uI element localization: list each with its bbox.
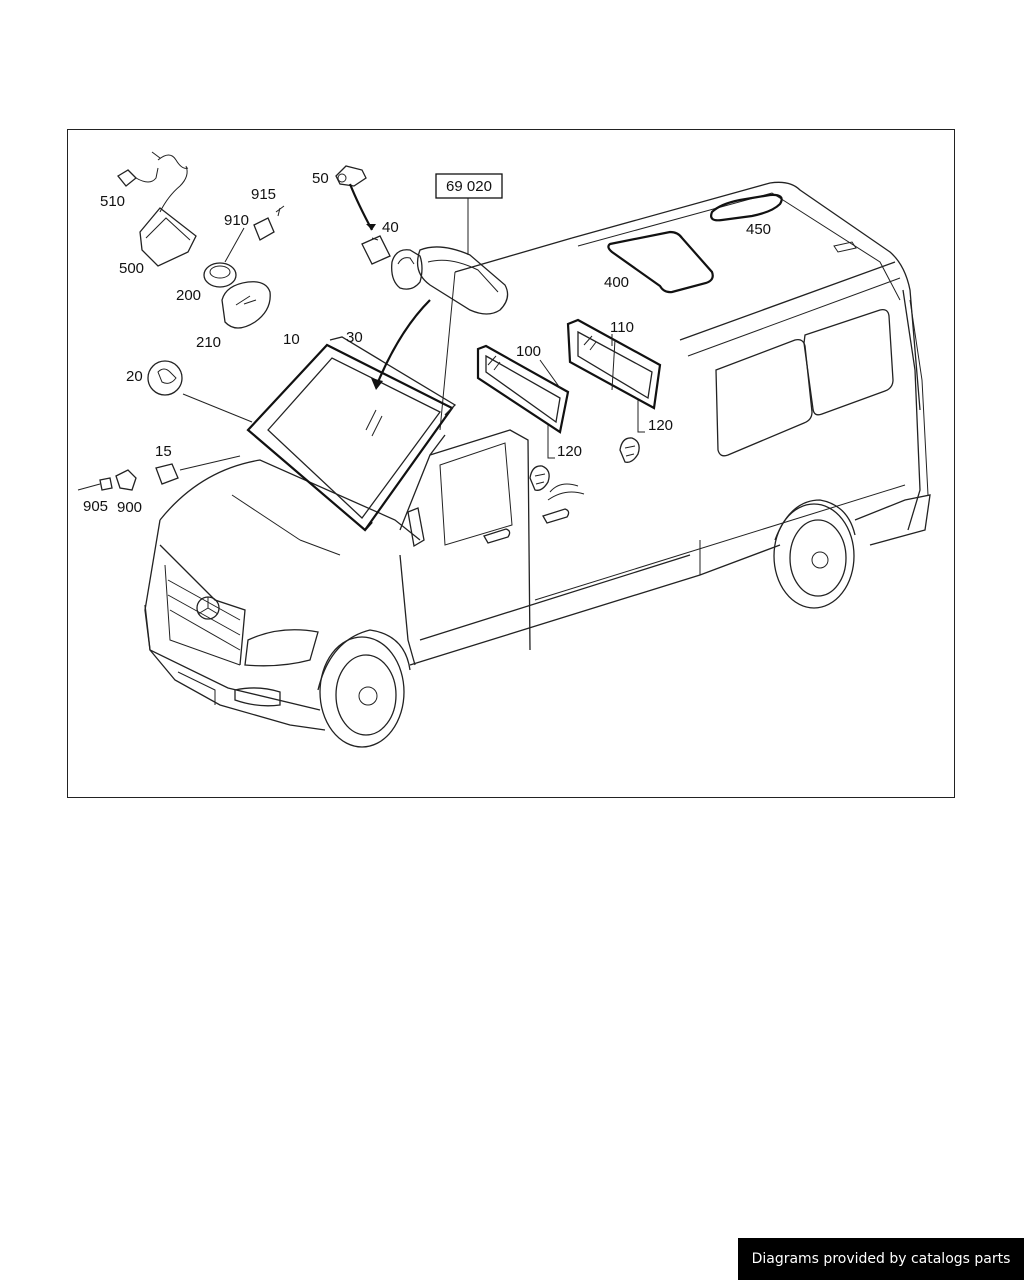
roof-hatch-400: [607, 230, 714, 294]
callout-900: 900: [117, 499, 142, 516]
callout-200: 200: [176, 287, 201, 304]
side-window-100: [476, 344, 570, 434]
callout-120-b: 120: [648, 417, 673, 434]
van-illustration: [144, 181, 931, 748]
callout-110: 110: [610, 319, 634, 336]
callout-905: 905: [83, 498, 108, 515]
callout-915: 915: [251, 186, 276, 203]
callout-510: 510: [100, 193, 125, 210]
clip-120-b: [619, 437, 640, 463]
callout-120-a: 120: [557, 443, 582, 460]
rain-sensor-200: [203, 262, 237, 288]
callout-450: 450: [746, 221, 771, 238]
rearview-mirror: [416, 246, 509, 315]
reference-box-label: 69 020: [446, 178, 492, 195]
part-15: [155, 463, 179, 485]
pin-915: [275, 205, 285, 217]
wire-harness-510: [117, 151, 189, 187]
callout-400: 400: [604, 274, 629, 291]
fastener-50: [335, 165, 367, 187]
reference-box: [435, 173, 503, 199]
callout-210: 210: [196, 334, 221, 351]
roof-hatch-450: [710, 193, 783, 222]
callout-910: 910: [224, 212, 249, 229]
door-interior-part: [547, 483, 585, 501]
part-900: [115, 469, 137, 491]
windshield-assembly: [246, 336, 457, 532]
control-unit-500: [139, 165, 197, 267]
sensor-cover-210: [221, 281, 271, 329]
diagram-frame: [67, 129, 955, 798]
connector-910: [253, 217, 275, 241]
tool-20-icon: [147, 360, 183, 396]
callout-100: 100: [516, 343, 541, 360]
credit-banner: Diagrams provided by catalogs parts: [738, 1238, 1024, 1280]
mirror-mount-bracket: [391, 249, 423, 290]
callout-15: 15: [155, 443, 172, 460]
callout-500: 500: [119, 260, 144, 277]
adhesive-pad-40: [361, 235, 391, 265]
callout-10: 10: [283, 331, 300, 348]
callout-30: 30: [346, 329, 363, 346]
callout-40: 40: [382, 219, 399, 236]
part-905: [77, 477, 113, 491]
leader-lines: [179, 198, 645, 471]
clip-120-a: [529, 465, 550, 491]
side-window-110: [566, 318, 662, 410]
callout-20: 20: [126, 368, 143, 385]
callout-50: 50: [312, 170, 329, 187]
